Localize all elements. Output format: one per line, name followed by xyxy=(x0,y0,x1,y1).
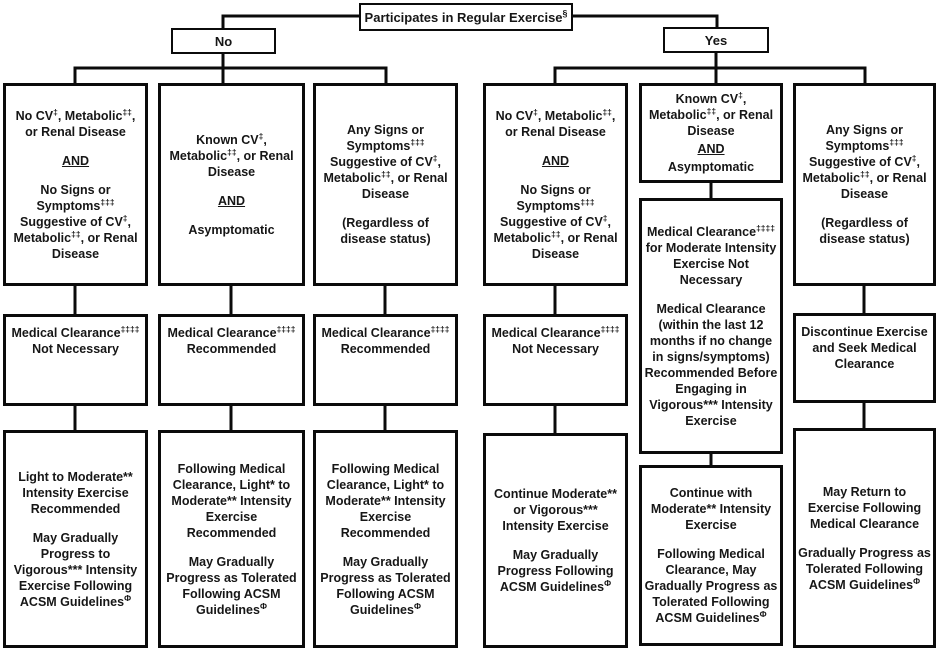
box-col6-condition: Any Signs or Symptoms‡‡‡ Suggestive of C… xyxy=(793,83,936,286)
branch-no-node: No xyxy=(171,28,276,54)
text-line: AND xyxy=(217,193,246,208)
text-line: Medical Clearance (within the last 12 mo… xyxy=(644,301,778,428)
text-line: Medical Clearance‡‡‡‡ Not Necessary xyxy=(491,323,620,356)
box-col1-recommendation: Light to Moderate** Intensity Exercise R… xyxy=(3,430,148,648)
text-line: Asymptomatic xyxy=(188,222,275,237)
text-line: (Regardless of disease status) xyxy=(340,216,431,246)
box-col3-clearance: Medical Clearance‡‡‡‡ Recommended xyxy=(313,314,458,406)
box-col6-recommendation: May Return to Exercise Following Medical… xyxy=(793,428,936,648)
text-line: Following Medical Clearance, Light* to M… xyxy=(171,461,292,540)
text-line: Asymptomatic xyxy=(667,160,755,174)
branch-yes-node: Yes xyxy=(663,27,769,53)
text-line: Light to Moderate** Intensity Exercise R… xyxy=(18,469,133,516)
text-line: Participates in Regular Exercise§ xyxy=(364,8,568,25)
text-line: No Signs or Symptoms‡‡‡ Suggestive of CV… xyxy=(493,182,618,261)
text-line: No CV‡, Metabolic‡‡, or Renal Disease xyxy=(15,106,136,139)
text-line: Discontinue Exercise and Seek Medical Cl… xyxy=(801,325,928,371)
box-col2-clearance: Medical Clearance‡‡‡‡ Recommended xyxy=(158,314,305,406)
box-col5-recommendation: Continue with Moderate** Intensity Exerc… xyxy=(639,465,783,646)
text-line: May Gradually Progress as Tolerated Foll… xyxy=(166,554,297,617)
box-col2-condition: Known CV‡, Metabolic‡‡, or Renal Disease… xyxy=(158,83,305,286)
root-node: Participates in Regular Exercise§ xyxy=(359,3,573,31)
box-col4-recommendation: Continue Moderate** or Vigorous*** Inten… xyxy=(483,433,628,648)
box-col3-condition: Any Signs or Symptoms‡‡‡ Suggestive of C… xyxy=(313,83,458,286)
text-line: Any Signs or Symptoms‡‡‡ Suggestive of C… xyxy=(802,123,927,201)
text-line: Known CV‡, Metabolic‡‡, or Renal Disease xyxy=(648,89,774,138)
box-col5-condition: Known CV‡, Metabolic‡‡, or Renal Disease… xyxy=(639,83,783,183)
text-line: Following Medical Clearance, May Gradual… xyxy=(644,547,778,625)
box-col5-clearance: Medical Clearance‡‡‡‡ for Moderate Inten… xyxy=(639,198,783,454)
text-line: May Gradually Progress Following ACSM Gu… xyxy=(497,548,614,594)
box-col1-clearance: Medical Clearance‡‡‡‡ Not Necessary xyxy=(3,314,148,406)
box-col3-recommendation: Following Medical Clearance, Light* to M… xyxy=(313,430,458,648)
text-line: Following Medical Clearance, Light* to M… xyxy=(325,461,446,540)
text-line: Gradually Progress as Tolerated Followin… xyxy=(798,545,931,592)
text-line: (Regardless of disease status) xyxy=(819,216,910,246)
text-line: Medical Clearance‡‡‡‡ Not Necessary xyxy=(11,323,140,356)
text-line: Medical Clearance‡‡‡‡ for Moderate Inten… xyxy=(645,222,777,287)
text-line: Continue Moderate** or Vigorous*** Inten… xyxy=(494,487,617,533)
text-line: AND xyxy=(541,153,570,168)
text-line: May Gradually Progress as Tolerated Foll… xyxy=(320,554,451,617)
text-line: Known CV‡, Metabolic‡‡, or Renal Disease xyxy=(169,130,294,179)
text-line: AND xyxy=(61,153,90,168)
text-line: No CV‡, Metabolic‡‡, or Renal Disease xyxy=(495,106,616,139)
text-line: Continue with Moderate** Intensity Exerc… xyxy=(650,486,772,532)
text-line: No Signs or Symptoms‡‡‡ Suggestive of CV… xyxy=(13,182,138,261)
box-col2-recommendation: Following Medical Clearance, Light* to M… xyxy=(158,430,305,648)
text-line: Medical Clearance‡‡‡‡ Recommended xyxy=(167,323,296,356)
box-col4-clearance: Medical Clearance‡‡‡‡ Not Necessary xyxy=(483,314,628,406)
text-line: AND xyxy=(697,142,725,156)
text-line: May Gradually Progress to Vigorous*** In… xyxy=(13,530,138,609)
text-line: May Return to Exercise Following Medical… xyxy=(807,484,922,531)
box-col6-clearance: Discontinue Exercise and Seek Medical Cl… xyxy=(793,313,936,403)
text-line: Any Signs or Symptoms‡‡‡ Suggestive of C… xyxy=(323,123,448,201)
text-line: Medical Clearance‡‡‡‡ Recommended xyxy=(321,323,450,356)
